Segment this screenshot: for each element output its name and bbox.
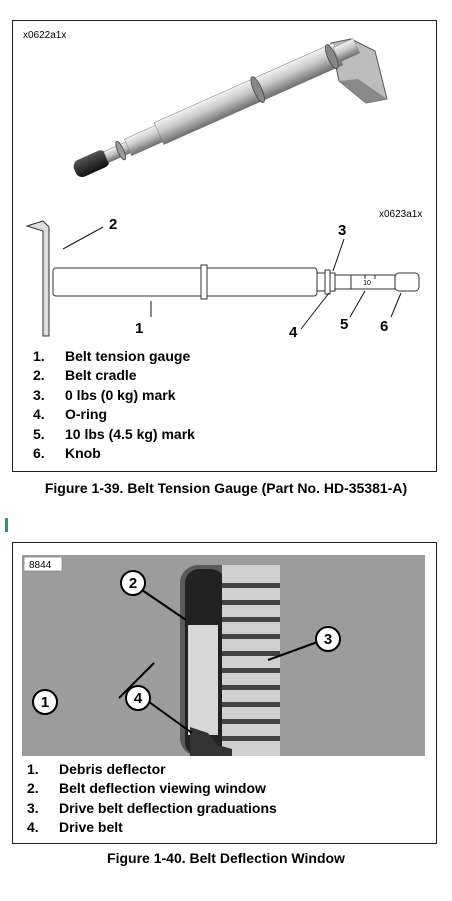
legend-text: Drive belt	[59, 819, 123, 836]
legend-number: 2.	[33, 367, 45, 384]
legend-item: 1. Debris deflector	[27, 760, 417, 779]
legend-number: 1.	[27, 761, 39, 777]
callout-3: 3	[338, 222, 346, 239]
gauge-3d-view	[73, 38, 388, 177]
legend-number: 1.	[33, 348, 45, 364]
figure-1-40-frame: 2 1 3 4 8844 1. Debris deflector 2. Belt d…	[12, 542, 437, 844]
image-tag-top: x0622a1x	[23, 30, 67, 41]
legend-item: 1. Belt tension gauge	[33, 347, 423, 366]
callout-circle-1	[32, 689, 58, 715]
figure-1-40-legend: 1. Debris deflector 2. Belt deflection vie…	[27, 760, 417, 838]
belt-deflection-window-photo: 2 1 3 4 8844	[22, 555, 425, 756]
callout-6: 6	[380, 318, 388, 335]
callout-2: 2	[129, 575, 137, 592]
callout-circle-4	[125, 685, 151, 711]
callout-circle-3	[315, 626, 341, 652]
legend-number: 3.	[33, 386, 45, 403]
image-tag: 8844	[29, 560, 52, 571]
photo-drawing: 2 1 3 4 8844	[22, 555, 425, 756]
gauge-scale-10-label: 10	[363, 280, 371, 287]
callout-4: 4	[134, 690, 143, 707]
legend-text: Belt deflection viewing window	[59, 780, 266, 797]
callout-3: 3	[324, 631, 332, 648]
legend-item: 3. Drive belt deflection graduations	[27, 799, 417, 818]
gauge-line-drawing	[25, 220, 420, 337]
legend-item: 2. Belt deflection viewing window	[27, 779, 417, 798]
callout-circle-2	[120, 570, 146, 596]
callout-2: 2	[109, 216, 117, 233]
figure-1-39-caption: Figure 1-39. Belt Tension Gauge (Part No…	[44, 480, 408, 496]
callout-4: 4	[289, 324, 298, 341]
legend-item: 5. 10 lbs (4.5 kg) mark	[33, 425, 423, 444]
legend-text: Knob	[65, 444, 101, 461]
legend-item: 2. Belt cradle	[33, 366, 423, 385]
legend-number: 4.	[27, 819, 39, 836]
callout-1: 1	[41, 694, 49, 711]
legend-item: 4. Drive belt	[27, 818, 417, 837]
legend-number: 5.	[33, 425, 45, 442]
callout-1: 1	[135, 320, 143, 337]
image-tag-bottom: x0623a1x	[379, 209, 423, 220]
deflection-graduations	[222, 565, 280, 756]
figure-1-39-legend: 1. Belt tension gauge 2. Belt cradle 3. 0 l…	[33, 347, 423, 463]
legend-text: Drive belt deflection graduations	[59, 799, 277, 816]
legend-text: O-ring	[65, 406, 107, 423]
legend-number: 6.	[33, 444, 45, 461]
legend-item: 6. Knob	[33, 444, 423, 463]
legend-text: 0 lbs (0 kg) mark	[65, 386, 176, 403]
legend-number: 3.	[27, 799, 39, 816]
legend-text: Belt tension gauge	[65, 348, 191, 364]
legend-text: Belt cradle	[65, 367, 137, 384]
legend-text: 10 lbs (4.5 kg) mark	[65, 425, 195, 442]
figure-1-40-caption: Figure 1-40. Belt Deflection Window	[107, 850, 345, 866]
legend-text: Debris deflector	[59, 761, 166, 777]
callout-leaders	[62, 226, 402, 330]
legend-number: 2.	[27, 780, 39, 797]
callout-5: 5	[340, 316, 348, 333]
legend-item: 4. O-ring	[33, 405, 423, 424]
figure-1-39-frame: x0622a1x x0623a1x	[12, 20, 437, 472]
section-marker	[5, 518, 8, 532]
legend-item: 3. 0 lbs (0 kg) mark	[33, 386, 423, 405]
belt-tension-gauge-illustration: 10 2 1 3 4 5 6	[25, 38, 420, 341]
legend-number: 4.	[33, 406, 45, 423]
